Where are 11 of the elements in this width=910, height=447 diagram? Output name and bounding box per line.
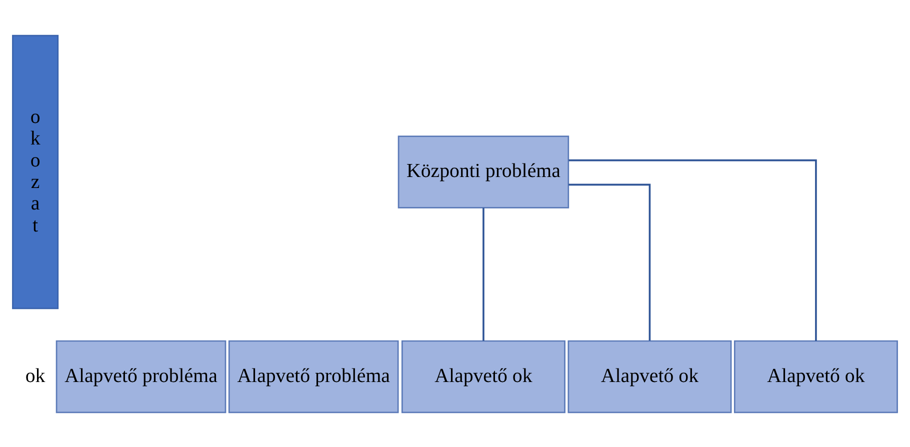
node-box: Alapvető ok [401, 340, 566, 413]
node-box: Alapvető ok [734, 340, 898, 413]
label: ok [25, 364, 46, 386]
connector [482, 207, 484, 340]
node-box: Központi probléma [398, 135, 570, 208]
node-box: Alapvető probléma [56, 340, 226, 413]
connector [568, 158, 817, 340]
node-box: okozat [12, 34, 59, 309]
node-box: Alapvető probléma [228, 340, 399, 413]
node-box: Alapvető ok [568, 340, 732, 413]
connector [568, 183, 651, 340]
